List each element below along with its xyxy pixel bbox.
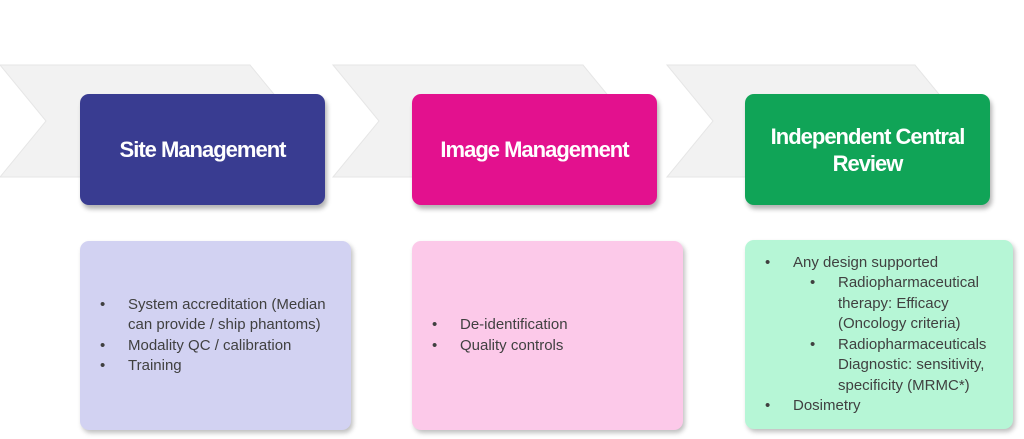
site-management-details: System accreditation (Median can provide…	[80, 241, 351, 430]
list-item: De-identification	[432, 315, 673, 336]
image-management-details: De-identification Quality controls	[412, 241, 683, 430]
stage-title: Image Management	[440, 137, 629, 162]
image-management-header: Image Management	[412, 94, 657, 205]
sub-list-item: Radiopharmaceuticals Diagnostic: sensiti…	[810, 335, 988, 397]
list-item: Training	[100, 356, 341, 377]
list-item: Modality QC / calibration	[100, 336, 341, 357]
list-item: Dosimetry	[765, 396, 988, 417]
list-item: Any design supported	[765, 253, 988, 274]
stage-title: Site Management	[119, 137, 287, 162]
independent-central-review-details: Any design supported Radiopharmaceutical…	[745, 240, 1013, 429]
sub-list-container: Radiopharmaceutical therapy: Efficacy (O…	[783, 273, 988, 396]
sub-list-item: Radiopharmaceutical therapy: Efficacy (O…	[810, 273, 988, 335]
list-item: Quality controls	[432, 336, 673, 357]
site-management-header: Site Management	[80, 94, 325, 205]
stage-title: Independent Central Review	[770, 123, 966, 176]
independent-central-review-header: Independent Central Review	[745, 94, 990, 205]
list-item: System accreditation (Median can provide…	[100, 295, 341, 336]
